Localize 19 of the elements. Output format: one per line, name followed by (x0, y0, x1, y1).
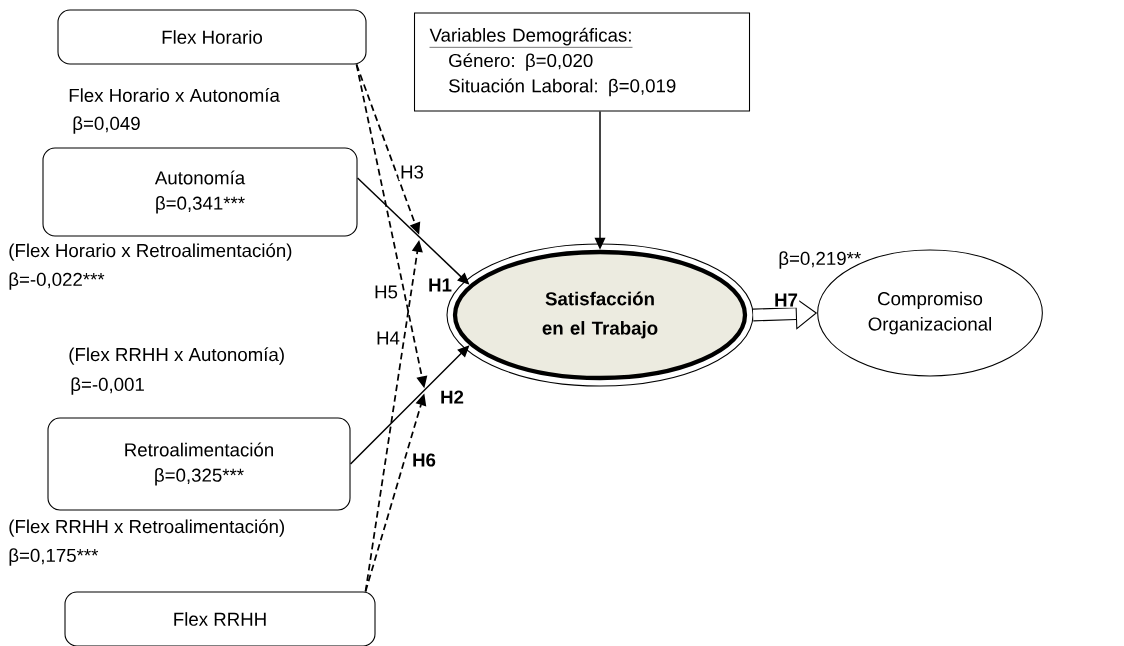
edge-label: H3 (398, 164, 426, 180)
label-text: Flex Horario x Autonomía (69, 88, 280, 102)
edge-label: H5 (372, 284, 400, 300)
label-text: (Flex RRHH x Autonomía) (69, 347, 284, 365)
rounded-box: Retroalimentación β=0,325*** (47, 417, 351, 511)
label-text: β=0,219** (779, 251, 861, 269)
edge-label: H2 (438, 389, 466, 405)
edge-label: H4 (374, 330, 402, 346)
rounded-box: Flex Horario (57, 9, 367, 65)
label-text: β=-0,001 (71, 377, 144, 395)
label-text: (Flex RRHH x Retroalimentación) (9, 519, 284, 537)
rounded-box: Flex RRHH (64, 591, 376, 646)
label-text: β=0,049 (73, 116, 140, 134)
info-box: Variables Demográficas: Género: β=0,020 Situación Laboral: β=0,019 (413, 12, 751, 112)
label-text: β=-0,022*** (9, 272, 105, 290)
label-text: β=0,175*** (9, 548, 99, 566)
edge-label: H6 (410, 452, 438, 468)
rounded-box: Autonomía β=0,341*** (42, 147, 358, 237)
edge-label: H7 (772, 292, 800, 308)
